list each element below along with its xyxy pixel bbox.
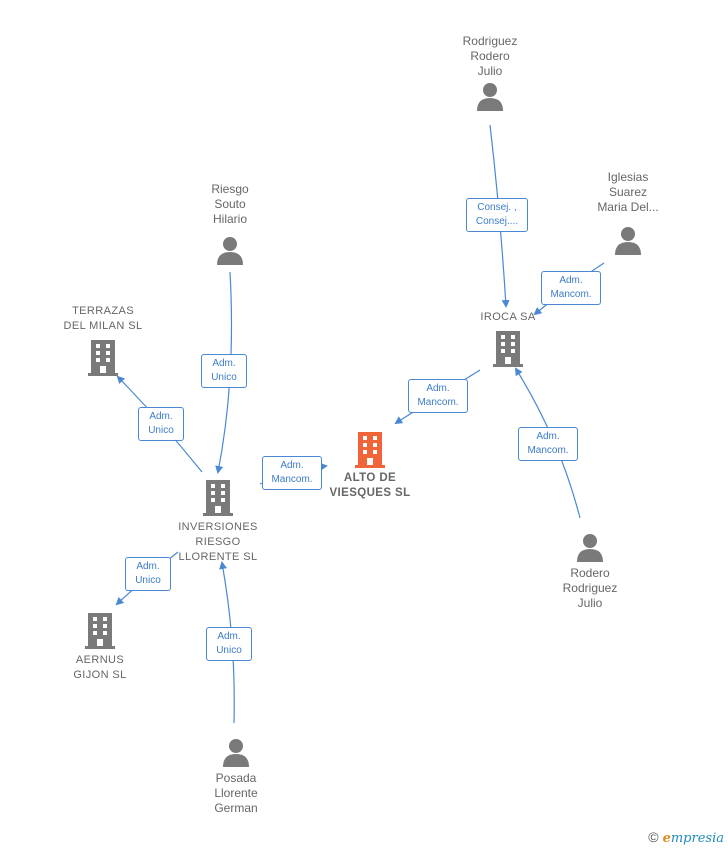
- person-rodriguez-rodero-julio[interactable]: Rodriguez Rodero Julio: [440, 34, 540, 111]
- person-icon: [217, 237, 243, 265]
- node-label: IROCA SA: [480, 311, 536, 323]
- node-label: Rodriguez Rodero Julio: [462, 34, 518, 78]
- building-icon: [85, 613, 115, 649]
- brand-name: mpresia: [670, 831, 724, 846]
- company-inversiones-riesgo-llorente[interactable]: INVERSIONES RIESGO LLORENTE SL: [160, 480, 276, 565]
- node-label: INVERSIONES RIESGO LLORENTE SL: [178, 521, 258, 563]
- person-riesgo-souto-hilario[interactable]: Riesgo Souto Hilario: [180, 182, 280, 265]
- person-icon: [223, 739, 249, 767]
- node-label: Riesgo Souto Hilario: [211, 182, 249, 226]
- brand-logo[interactable]: ©empresia: [648, 829, 724, 846]
- person-icon: [577, 534, 603, 562]
- node-label: Posada Llorente German: [214, 771, 258, 815]
- relation-label-iglesias-iroca[interactable]: Adm. Mancom.: [541, 271, 601, 305]
- node-label: Iglesias Suarez Maria Del...: [597, 170, 659, 214]
- node-label: Rodero Rodriguez Julio: [562, 566, 618, 610]
- copyright-icon: ©: [648, 829, 659, 845]
- company-alto-de-viesques[interactable]: ALTO DE VIESQUES SL: [312, 432, 428, 501]
- person-icon: [615, 227, 641, 255]
- relation-label-iroca-alto[interactable]: Adm. Mancom.: [408, 379, 468, 413]
- building-icon: [355, 432, 385, 468]
- relation-label-riesgo-inversiones[interactable]: Adm. Unico: [201, 354, 247, 388]
- node-label: AERNUS GIJON SL: [73, 654, 127, 681]
- building-icon: [493, 331, 523, 367]
- company-iroca-sa[interactable]: IROCA SA: [450, 310, 566, 367]
- brand-initial: e: [662, 831, 671, 846]
- relation-label-inversiones-aernus[interactable]: Adm. Unico: [125, 557, 171, 591]
- node-label: ALTO DE VIESQUES SL: [329, 472, 411, 499]
- building-icon: [203, 480, 233, 516]
- company-terrazas-del-milan[interactable]: TERRAZAS DEL MILAN SL: [48, 304, 158, 376]
- relation-label-posada-inversiones[interactable]: Adm. Unico: [206, 627, 252, 661]
- node-label: TERRAZAS DEL MILAN SL: [63, 305, 143, 332]
- company-aernus-gijon[interactable]: AERNUS GIJON SL: [50, 613, 150, 683]
- relation-label-inversiones-alto[interactable]: Adm. Mancom.: [262, 456, 322, 490]
- relation-label-rodero-iroca[interactable]: Adm. Mancom.: [518, 427, 578, 461]
- relation-label-inversiones-terrazas[interactable]: Adm. Unico: [138, 407, 184, 441]
- person-rodero-rodriguez-julio[interactable]: Rodero Rodriguez Julio: [540, 532, 640, 611]
- person-icon: [477, 83, 503, 111]
- person-posada-llorente-german[interactable]: Posada Llorente German: [186, 737, 286, 816]
- building-icon: [88, 340, 118, 376]
- relation-label-consej[interactable]: Consej. , Consej....: [466, 198, 528, 232]
- person-iglesias-suarez[interactable]: Iglesias Suarez Maria Del...: [578, 170, 678, 255]
